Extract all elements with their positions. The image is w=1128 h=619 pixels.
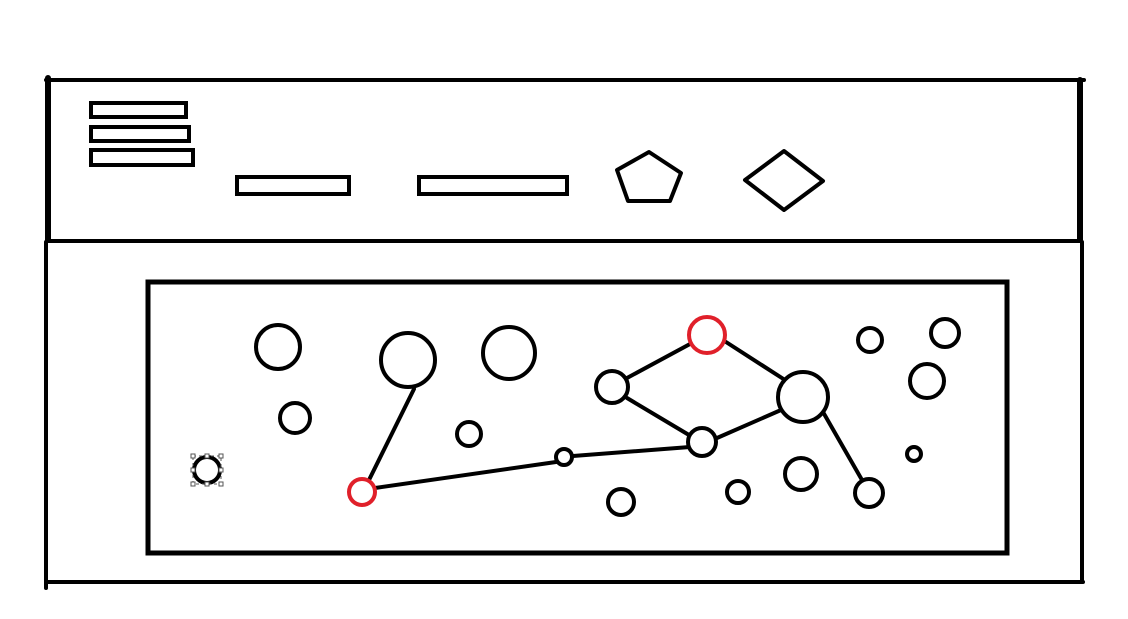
graph-node[interactable] xyxy=(379,331,437,389)
resize-handle[interactable] xyxy=(190,481,196,487)
hamburger-menu-icon[interactable] xyxy=(89,101,195,167)
graph-node[interactable] xyxy=(929,317,961,349)
graph-edge xyxy=(366,387,416,484)
graph-node[interactable] xyxy=(905,445,923,463)
graph-node[interactable] xyxy=(455,420,483,448)
graph-node[interactable] xyxy=(776,370,830,424)
graph-edge xyxy=(625,396,691,437)
graph-edge xyxy=(715,408,783,440)
graph-edge xyxy=(571,445,692,458)
resize-handle[interactable] xyxy=(218,467,224,473)
graph-node[interactable] xyxy=(254,323,302,371)
resize-handle[interactable] xyxy=(204,453,210,459)
graph-node[interactable] xyxy=(908,362,946,400)
graph-node[interactable] xyxy=(554,447,574,467)
graph-node-highlighted[interactable] xyxy=(687,315,727,355)
pentagon-tool-icon[interactable] xyxy=(615,150,683,203)
graph-nodes xyxy=(254,315,961,517)
graph-node[interactable] xyxy=(725,479,751,505)
selection-handles[interactable] xyxy=(190,453,224,487)
diamond-tool-icon[interactable] xyxy=(743,149,825,212)
graph-node[interactable] xyxy=(856,326,884,354)
graph-node-selected[interactable] xyxy=(192,455,222,485)
app-window-frame xyxy=(44,75,1086,590)
selected-node[interactable] xyxy=(190,453,224,487)
graph-edges xyxy=(366,340,864,490)
graph-node[interactable] xyxy=(481,325,537,381)
graph-node[interactable] xyxy=(594,369,630,405)
graph-panel xyxy=(145,279,1010,556)
resize-handle[interactable] xyxy=(204,481,210,487)
graph-edge xyxy=(373,460,558,490)
resize-handle[interactable] xyxy=(218,481,224,487)
graph-node[interactable] xyxy=(853,477,885,509)
graph-edge xyxy=(821,410,864,482)
graph-node[interactable] xyxy=(686,426,718,458)
graph-edge xyxy=(625,342,692,380)
resize-handle[interactable] xyxy=(190,467,196,473)
graph-node[interactable] xyxy=(606,487,636,517)
graph-node[interactable] xyxy=(783,456,819,492)
resize-handle[interactable] xyxy=(190,453,196,459)
resize-handle[interactable] xyxy=(218,453,224,459)
graph-node-highlighted[interactable] xyxy=(347,477,377,507)
tool-field-2[interactable] xyxy=(417,175,569,196)
tool-field-1[interactable] xyxy=(235,175,351,196)
graph-node[interactable] xyxy=(278,401,312,435)
toolbar xyxy=(46,101,1082,243)
graph-edge xyxy=(724,340,787,382)
